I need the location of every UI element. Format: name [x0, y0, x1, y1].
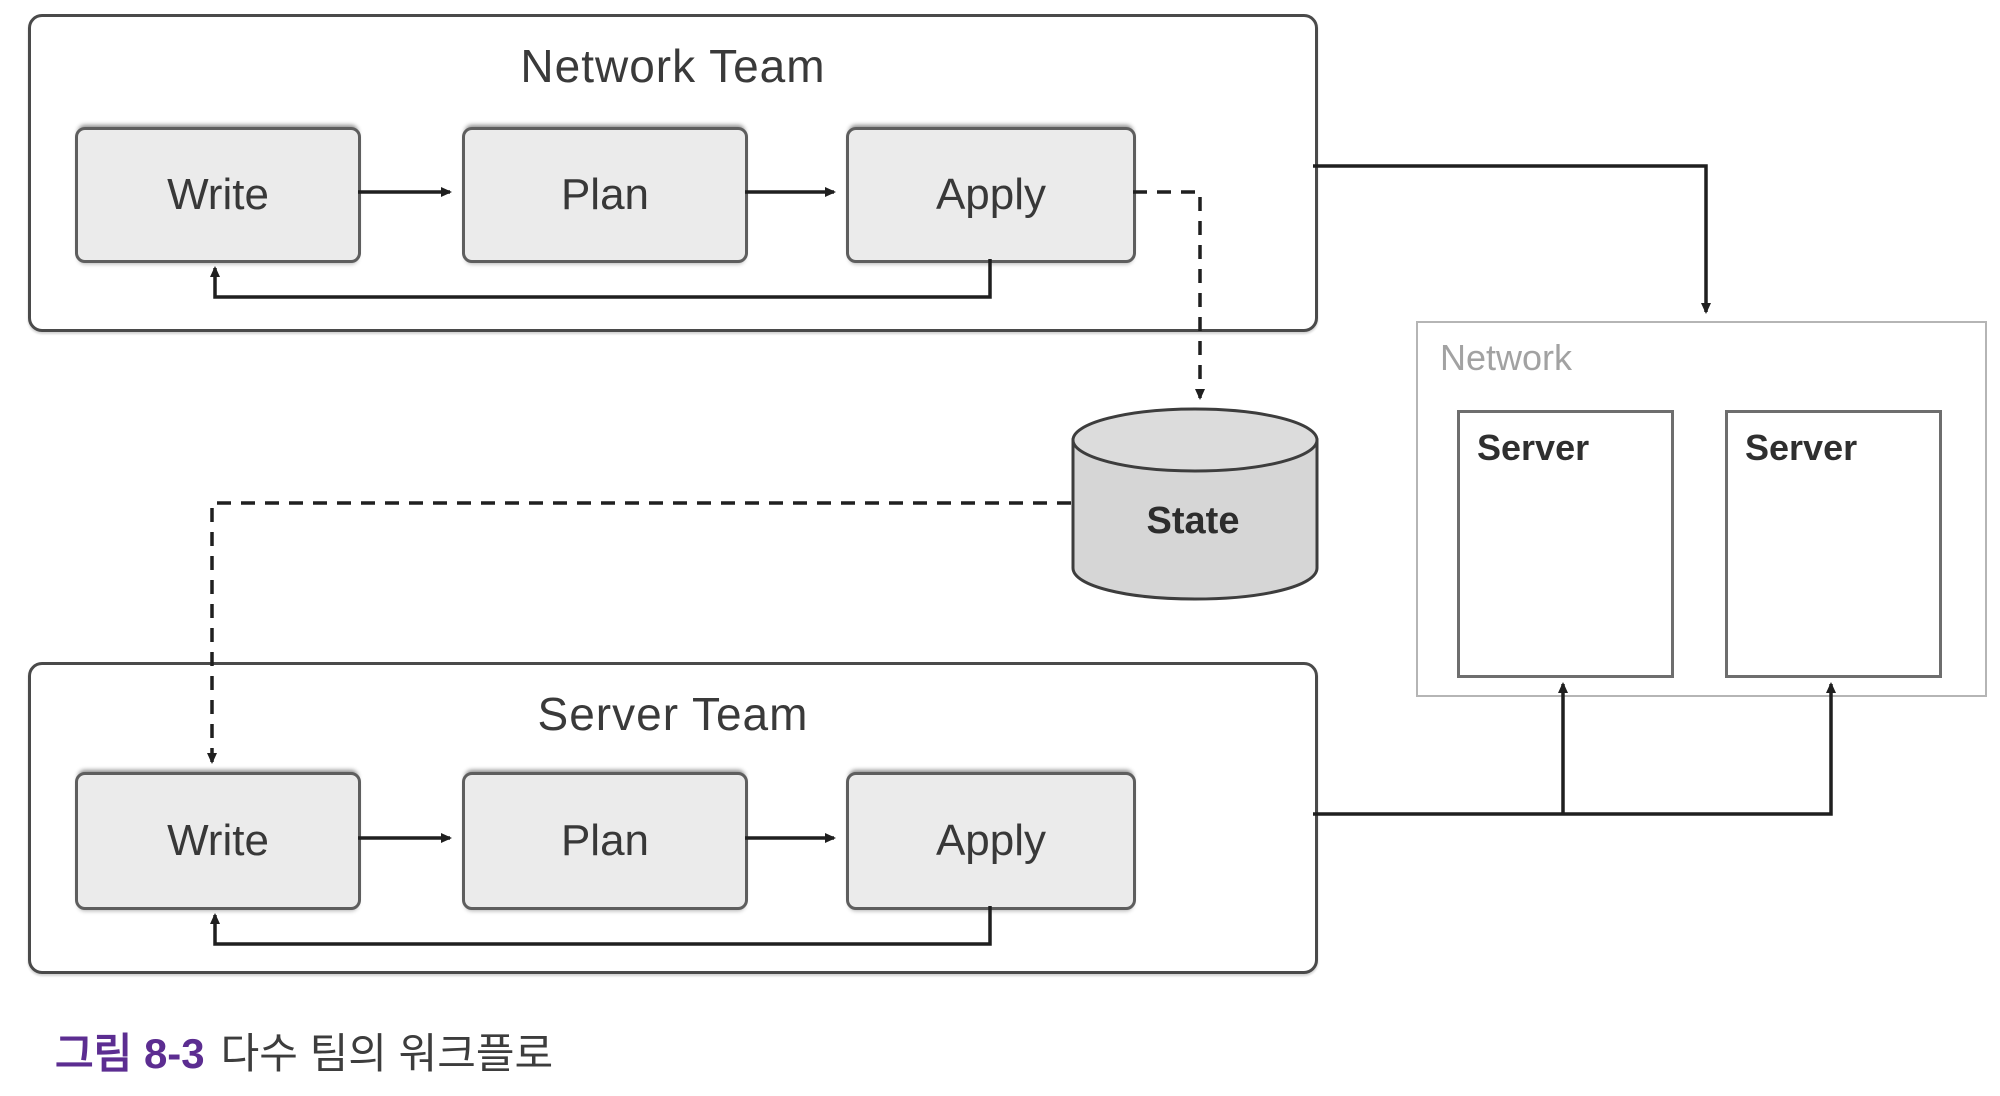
- server-box-1: Server: [1457, 410, 1674, 678]
- network-team-write-box: Write: [75, 127, 361, 263]
- network-zone-box: Network Server Server: [1416, 321, 1987, 697]
- step-label: Apply: [935, 170, 1047, 219]
- arrow-network-team-to-network-zone: [1313, 164, 1711, 314]
- step-label: Write: [167, 816, 269, 865]
- step-label: Apply: [935, 816, 1047, 865]
- network-team-title: Network Team: [520, 40, 826, 92]
- step-label: Plan: [560, 170, 650, 219]
- server-team-title: Server Team: [537, 688, 809, 740]
- network-team-plan-box: Plan: [462, 127, 748, 263]
- server-box-2: Server: [1725, 410, 1942, 678]
- server-team-apply-box: Apply: [846, 772, 1136, 910]
- figure-caption-number: 그림 8-3: [55, 1030, 205, 1077]
- server-1-label: Server: [1477, 427, 1590, 468]
- server-team-plan-box: Plan: [462, 772, 748, 910]
- state-store-label: State: [1146, 500, 1240, 542]
- network-zone-label: Network: [1440, 337, 1573, 378]
- server-2-label: Server: [1745, 427, 1858, 468]
- figure-caption-text: 다수 팀의 워크플로: [220, 1030, 554, 1077]
- arrow-server-team-to-server-2: [1313, 682, 1836, 816]
- figure-caption: 그림 8-3 다수 팀의 워크플로: [55, 1020, 553, 1081]
- step-label: Plan: [560, 816, 650, 865]
- server-team-write-box: Write: [75, 772, 361, 910]
- network-team-apply-box: Apply: [846, 127, 1136, 263]
- step-label: Write: [167, 170, 269, 219]
